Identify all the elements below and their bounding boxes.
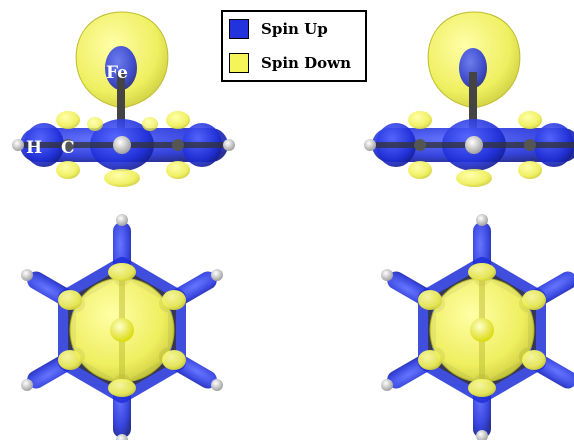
c-label: C [61, 138, 75, 158]
fe-blue-lobe [105, 46, 137, 90]
h-label: H [26, 138, 42, 158]
top-view-right [381, 214, 574, 440]
hydrogen-atoms [21, 214, 223, 440]
ring-yellow-density [56, 111, 190, 187]
fe-atom [110, 318, 134, 342]
side-view-right [364, 11, 574, 187]
legend-label-spin-up: Spin Up [261, 20, 328, 38]
legend: Spin Up Spin Down [221, 10, 367, 82]
carbon-atom [62, 139, 74, 151]
carbon-yellow-lobes [58, 263, 186, 397]
fe-atom [470, 318, 494, 342]
spin-up-swatch [229, 19, 249, 39]
carbon-atom [524, 139, 536, 151]
side-view-left: Fe H C [12, 11, 235, 187]
fe-c-bond [117, 72, 125, 132]
hydrogen-atom [364, 139, 376, 151]
carbon-atom [172, 139, 184, 151]
spin-down-swatch [229, 53, 249, 73]
top-view-left [21, 214, 223, 440]
carbon-atom [414, 139, 426, 151]
hydrogen-atom [223, 139, 235, 151]
legend-item-spin-up: Spin Up [229, 17, 328, 41]
legend-item-spin-down: Spin Down [229, 51, 351, 75]
hydrogen-atom [12, 139, 24, 151]
legend-label-spin-down: Spin Down [261, 54, 351, 72]
fe-label: Fe [106, 63, 128, 83]
carbon-atom [465, 136, 483, 154]
atoms [12, 136, 235, 154]
carbon-atom [113, 136, 131, 154]
